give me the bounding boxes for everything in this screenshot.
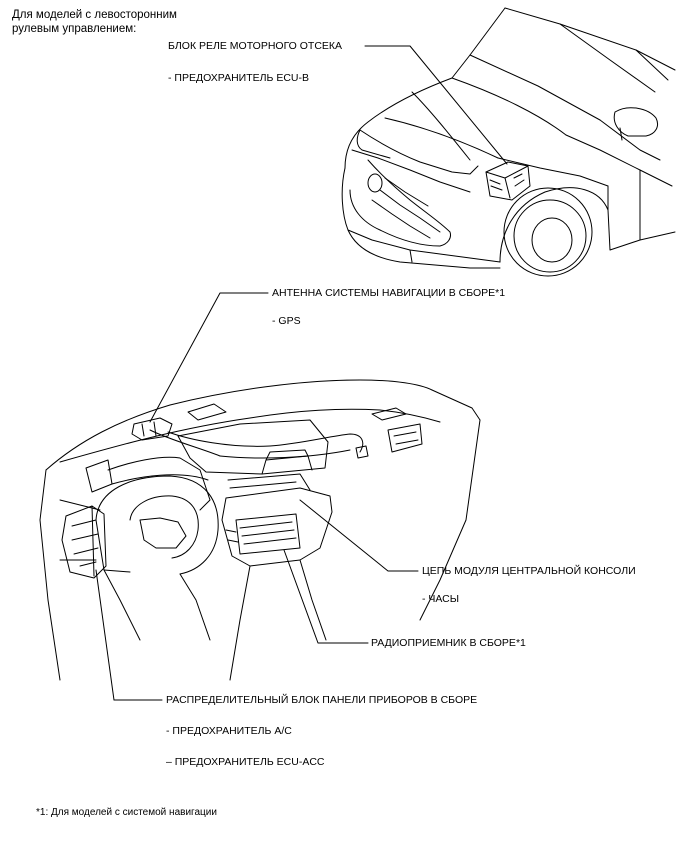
dashboard-illustration xyxy=(39,379,481,681)
label-ac-fuse: - ПРЕДОХРАНИТЕЛЬ A/C xyxy=(166,725,292,737)
leader-center-console-circuit xyxy=(299,499,419,572)
leader-radio-receiver xyxy=(283,549,369,644)
footnote: *1: Для моделей с системой навигации xyxy=(36,807,217,818)
label-ecu-b-fuse: - ПРЕДОХРАНИТЕЛЬ ECU-B xyxy=(168,72,309,84)
leader-nav-antenna xyxy=(149,292,269,423)
label-clock: - ЧАСЫ xyxy=(422,593,460,605)
leader-junction-block xyxy=(95,569,163,701)
label-engine-relay-block: БЛОК РЕЛЕ МОТОРНОГО ОТСЕКА xyxy=(168,40,343,52)
label-center-console-circuit: ЦЕПЬ МОДУЛЯ ЦЕНТРАЛЬНОЙ КОНСОЛИ xyxy=(422,565,636,577)
label-radio-receiver: РАДИОПРИЕМНИК В СБОРЕ*1 xyxy=(371,637,526,649)
label-gps: - GPS xyxy=(272,315,301,327)
heading: Для моделей с левосторонним рулевым упра… xyxy=(12,8,177,36)
label-instrument-panel-junction-block: РАСПРЕДЕЛИТЕЛЬНЫЙ БЛОК ПАНЕЛИ ПРИБОРОВ В… xyxy=(166,694,478,706)
heading-line-2: рулевым управлением: xyxy=(12,23,137,35)
car-front-illustration xyxy=(341,7,676,277)
label-ecu-acc-fuse: – ПРЕДОХРАНИТЕЛЬ ECU-ACC xyxy=(166,756,325,768)
heading-line-1: Для моделей с левосторонним xyxy=(12,9,177,21)
label-nav-antenna: АНТЕННА СИСТЕМЫ НАВИГАЦИИ В СБОРЕ*1 xyxy=(272,287,506,299)
leader-engine-relay-block xyxy=(364,45,508,165)
